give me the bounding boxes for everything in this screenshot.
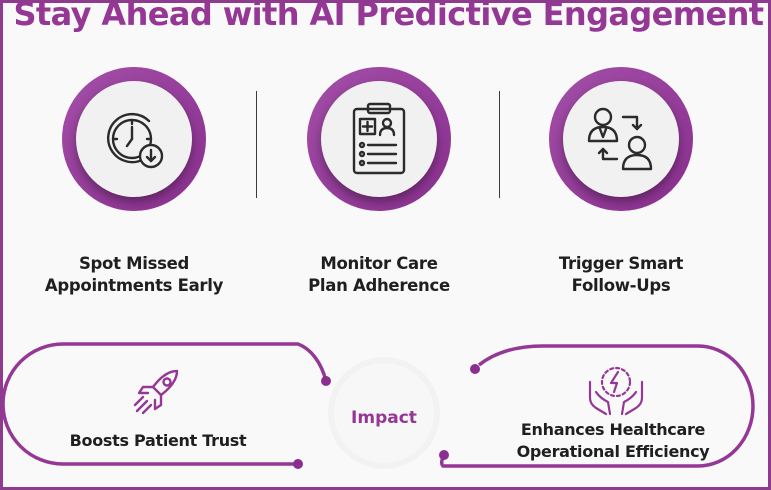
feature-label: Monitor Care Plan Adherence [308, 254, 450, 295]
connector-dot [470, 364, 480, 374]
connector-dot [293, 459, 303, 469]
right-impact-label: Enhances Healthcare Operational Efficien… [516, 420, 710, 461]
feature-ring [549, 67, 693, 211]
follow-up-icon [563, 81, 679, 197]
divider [499, 91, 500, 198]
connector-dot [439, 450, 449, 460]
feature-ring [307, 67, 451, 211]
impact-label: Impact [351, 408, 417, 428]
feature-ring [62, 67, 206, 211]
impact-bubble-inner [334, 363, 434, 463]
impact-diagram [3, 342, 755, 469]
left-impact-label: Boosts Patient Trust [69, 431, 247, 450]
energy-hands-icon [586, 358, 646, 423]
rocket-icon [131, 365, 187, 428]
feature-label: Trigger Smart Follow-Ups [558, 254, 684, 295]
divider [256, 91, 257, 198]
feature-follow-ups: Trigger Smart Follow-Ups [511, 67, 731, 297]
feature-missed-appointments: Spot Missed Appointments Early [24, 67, 244, 297]
connector-dot [321, 376, 331, 386]
right-capsule-outline [439, 344, 755, 468]
feature-label: Spot Missed Appointments Early [44, 254, 224, 295]
left-capsule-outline [3, 342, 328, 466]
page-title: Stay Ahead with AI Predictive Engagement [13, 0, 764, 33]
clock-icon [76, 81, 192, 197]
feature-care-plan: Monitor Care Plan Adherence [269, 67, 489, 297]
clipboard-icon [321, 81, 437, 197]
